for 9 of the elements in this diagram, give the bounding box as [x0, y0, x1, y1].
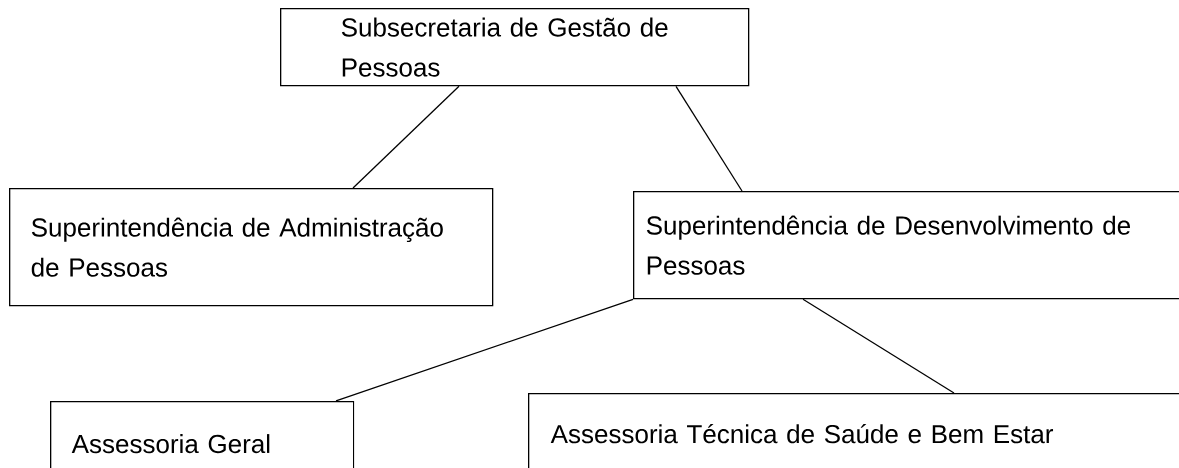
connector-line	[802, 298, 955, 394]
org-box: Superintendência de Administração de Pessoas	[9, 188, 494, 307]
org-box: Assessoria Geral	[50, 401, 355, 468]
org-box: Superintendência de Desenvolvimento de Pessoas	[633, 191, 1179, 300]
org-box: Subsecretaria de Gestão de Pessoas	[280, 8, 750, 87]
connector-line	[675, 85, 743, 192]
org-box: Assessoria Técnica de Saúde e Bem Estar	[528, 393, 1179, 468]
connector-line	[352, 85, 460, 189]
connector-line	[335, 298, 634, 402]
